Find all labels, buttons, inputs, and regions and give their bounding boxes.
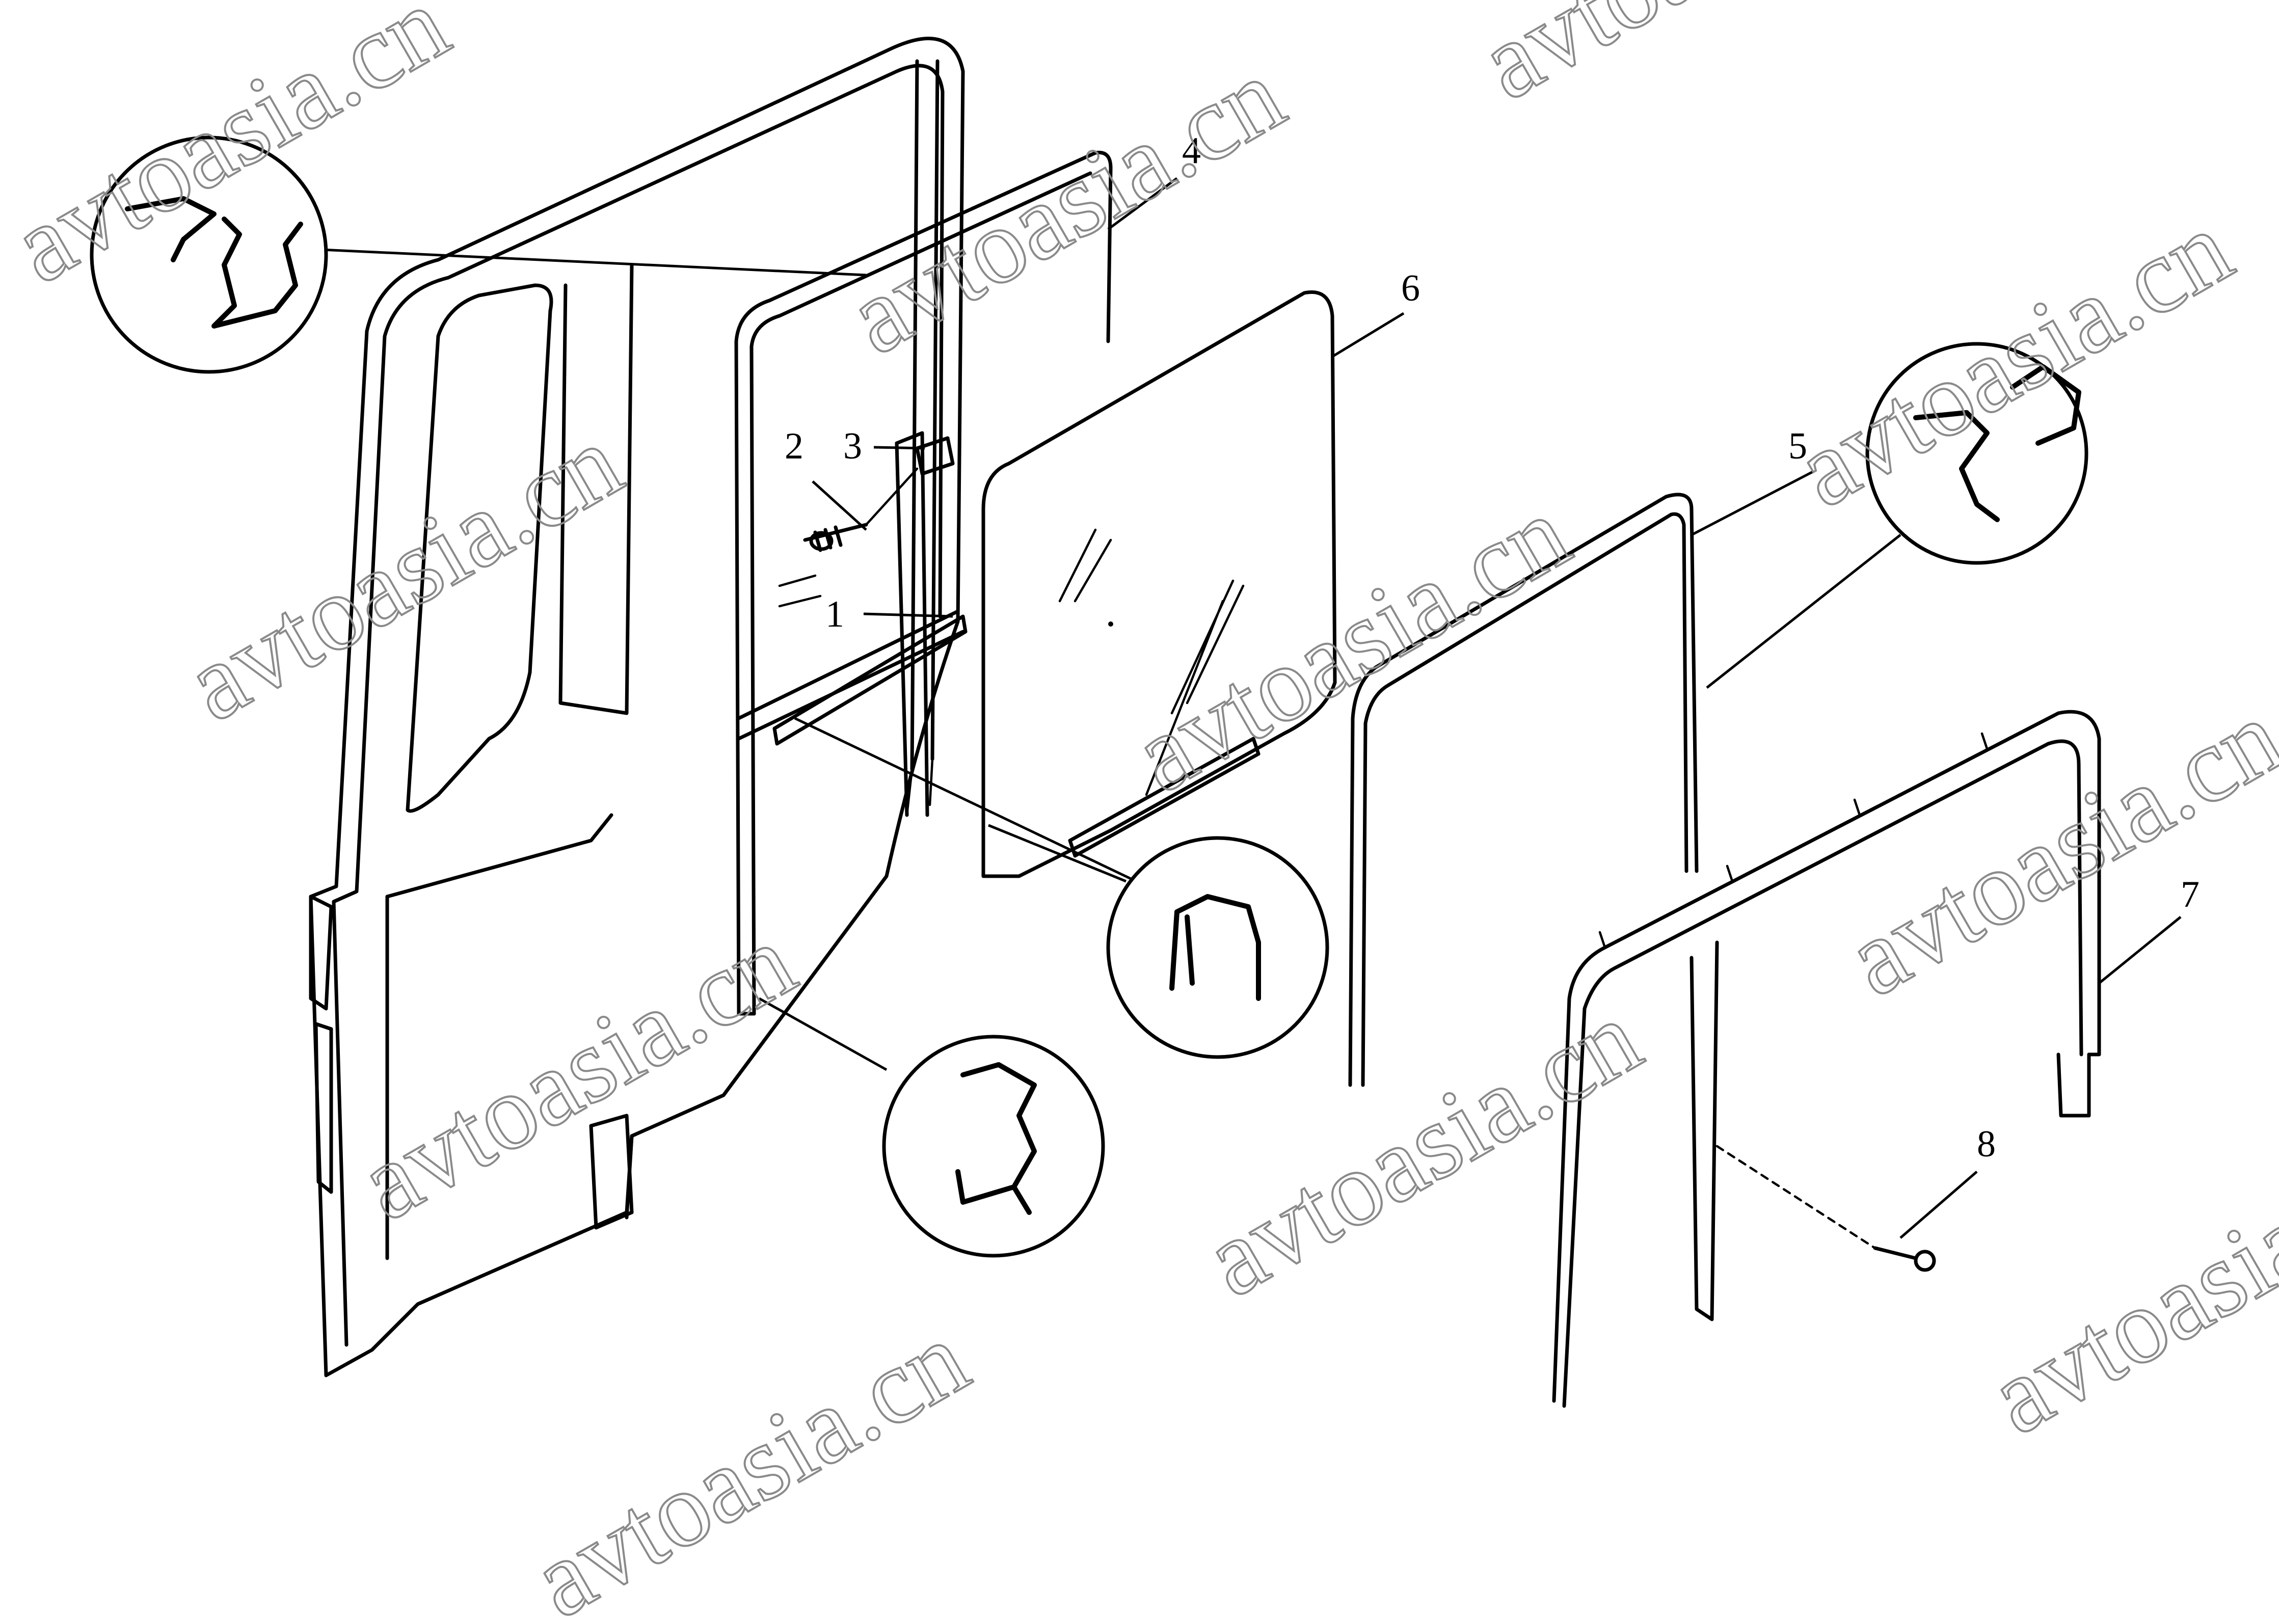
seal-detail-right	[1706, 342, 2088, 689]
outer-weatherstrip	[1552, 710, 2101, 1408]
watermark-text: avtoasia.cn	[1461, 0, 1934, 122]
watermark-text: avtoasia.cn	[513, 1299, 986, 1624]
window-run-channel	[734, 150, 1113, 1016]
callout-1: 1	[825, 593, 844, 635]
callout-5: 5	[1788, 425, 1807, 467]
fastener	[1715, 1145, 1936, 1272]
seal-detail-bottom	[758, 997, 1105, 1258]
watermark-text: avtoasia.cn	[1828, 678, 2279, 1019]
callout-labels: 1 2 3 4 5 6 7 8	[785, 130, 2200, 1165]
seal-detail-top-left	[90, 136, 867, 374]
callout-8: 8	[1977, 1123, 1996, 1165]
callout-3: 3	[843, 425, 862, 467]
watermark-text: avtoasia.cn	[167, 402, 640, 744]
door-glass	[778, 290, 1337, 878]
callout-4: 4	[1182, 130, 1201, 172]
watermark-text: avtoasia.cn	[1970, 1116, 2279, 1457]
callout-7: 7	[2181, 874, 2200, 915]
seal-detail-middle	[794, 717, 1329, 1059]
watermark-text: avtoasia.cn	[829, 36, 1302, 377]
glass-run-weatherstrip	[1348, 493, 1699, 1087]
door-panel	[309, 37, 965, 1377]
callout-leaders	[812, 177, 2182, 1239]
callout-6: 6	[1401, 267, 1420, 309]
callout-2: 2	[785, 425, 803, 467]
screw-and-clip	[803, 436, 955, 552]
